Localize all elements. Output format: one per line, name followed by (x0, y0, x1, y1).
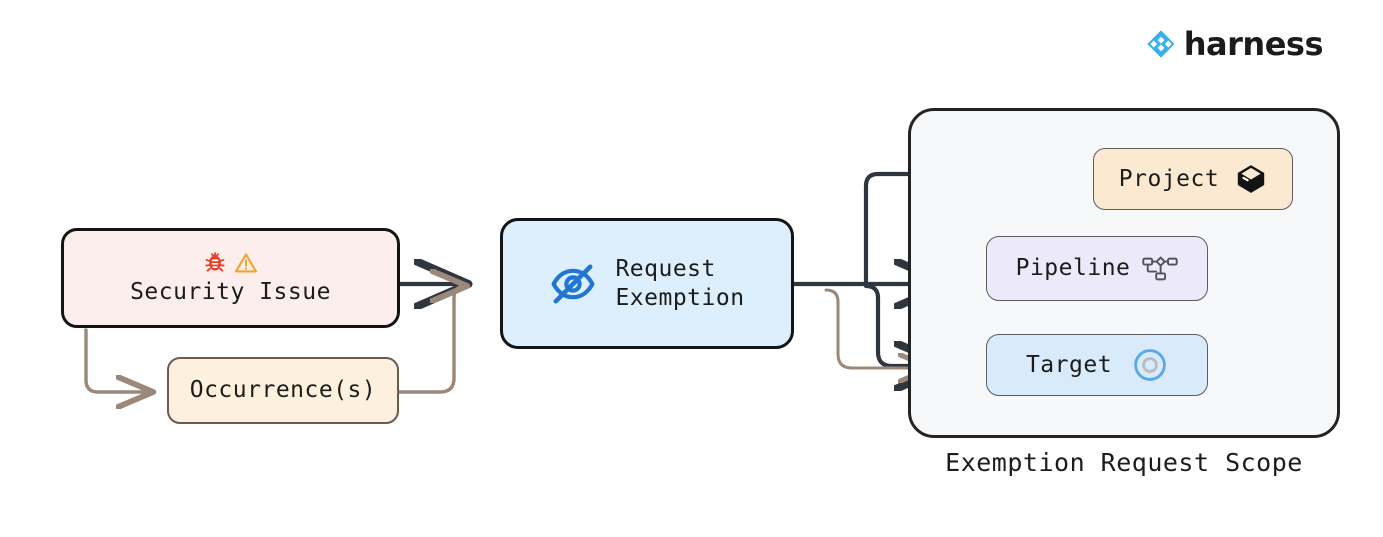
edge-occurrence-to-request (397, 286, 466, 394)
pipeline-nodes-icon (1142, 256, 1179, 280)
pipeline-label: Pipeline (1015, 255, 1131, 282)
harness-logo: harness (1146, 25, 1324, 63)
security-issue-label: Security Issue (130, 278, 331, 305)
request-exemption-label: Request Exemption (615, 256, 745, 311)
project-label: Project (1118, 165, 1220, 192)
security-issue-icon-group (203, 250, 258, 276)
harness-diamond-logo-icon (1147, 30, 1175, 58)
target-label: Target (1025, 351, 1113, 378)
eye-off-icon (551, 264, 595, 303)
node-security-issue[interactable]: Security Issue (61, 228, 400, 328)
warning-triangle-icon (234, 253, 258, 273)
bug-icon (205, 252, 225, 272)
node-request-exemption[interactable]: Request Exemption (500, 218, 794, 349)
node-project[interactable]: Project (1093, 148, 1293, 210)
cube-icon (1238, 165, 1265, 193)
node-pipeline[interactable]: Pipeline (986, 236, 1208, 301)
edge-security-to-occurrence (84, 328, 152, 392)
exemption-request-scope-caption: Exemption Request Scope (945, 448, 1303, 477)
node-target[interactable]: Target (986, 334, 1208, 396)
target-circle-icon (1134, 349, 1166, 381)
brand-wordmark: harness (1183, 25, 1324, 63)
node-occurrences[interactable]: Occurrence(s) (167, 357, 399, 424)
occurrences-label: Occurrence(s) (189, 377, 377, 404)
